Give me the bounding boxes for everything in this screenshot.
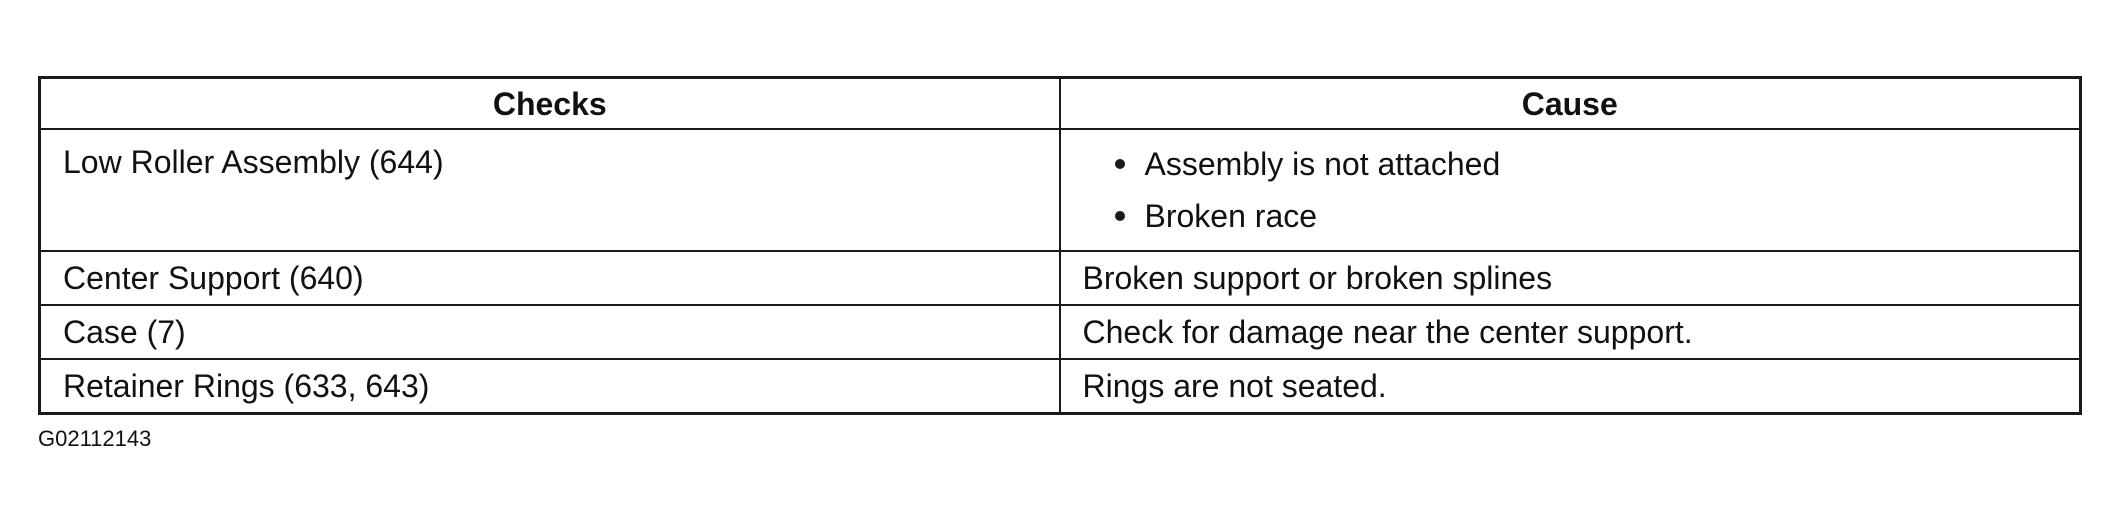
list-item: Broken race [1114, 190, 2058, 242]
checks-cell: Case (7) [38, 304, 1061, 360]
list-item: Assembly is not attached [1114, 138, 2058, 190]
table-row: Retainer Rings (633, 643) Rings are not … [38, 358, 2082, 415]
cause-cell: Broken support or broken splines [1058, 250, 2082, 306]
cause-bullet-list: Assembly is not attached Broken race [1083, 138, 2058, 242]
checks-cell: Center Support (640) [38, 250, 1061, 306]
header-checks: Checks [38, 76, 1061, 130]
table-row: Low Roller Assembly (644) Assembly is no… [38, 128, 2082, 252]
table-header-row: Checks Cause [38, 76, 2082, 130]
diagnostic-table: Checks Cause Low Roller Assembly (644) A… [38, 76, 2082, 415]
checks-cell: Low Roller Assembly (644) [38, 128, 1061, 252]
checks-cell: Retainer Rings (633, 643) [38, 358, 1061, 415]
table-row: Case (7) Check for damage near the cente… [38, 304, 2082, 360]
cause-cell: Check for damage near the center support… [1058, 304, 2082, 360]
bullet-icon [1114, 159, 1125, 169]
cause-item-text: Assembly is not attached [1144, 146, 1501, 182]
cause-cell: Rings are not seated. [1058, 358, 2082, 415]
cause-cell: Assembly is not attached Broken race [1058, 128, 2082, 252]
table-row: Center Support (640) Broken support or b… [38, 250, 2082, 306]
bullet-icon [1114, 211, 1125, 221]
cause-item-text: Broken race [1144, 198, 1318, 234]
figure-id: G02112143 [38, 426, 152, 451]
header-cause: Cause [1058, 76, 2082, 130]
